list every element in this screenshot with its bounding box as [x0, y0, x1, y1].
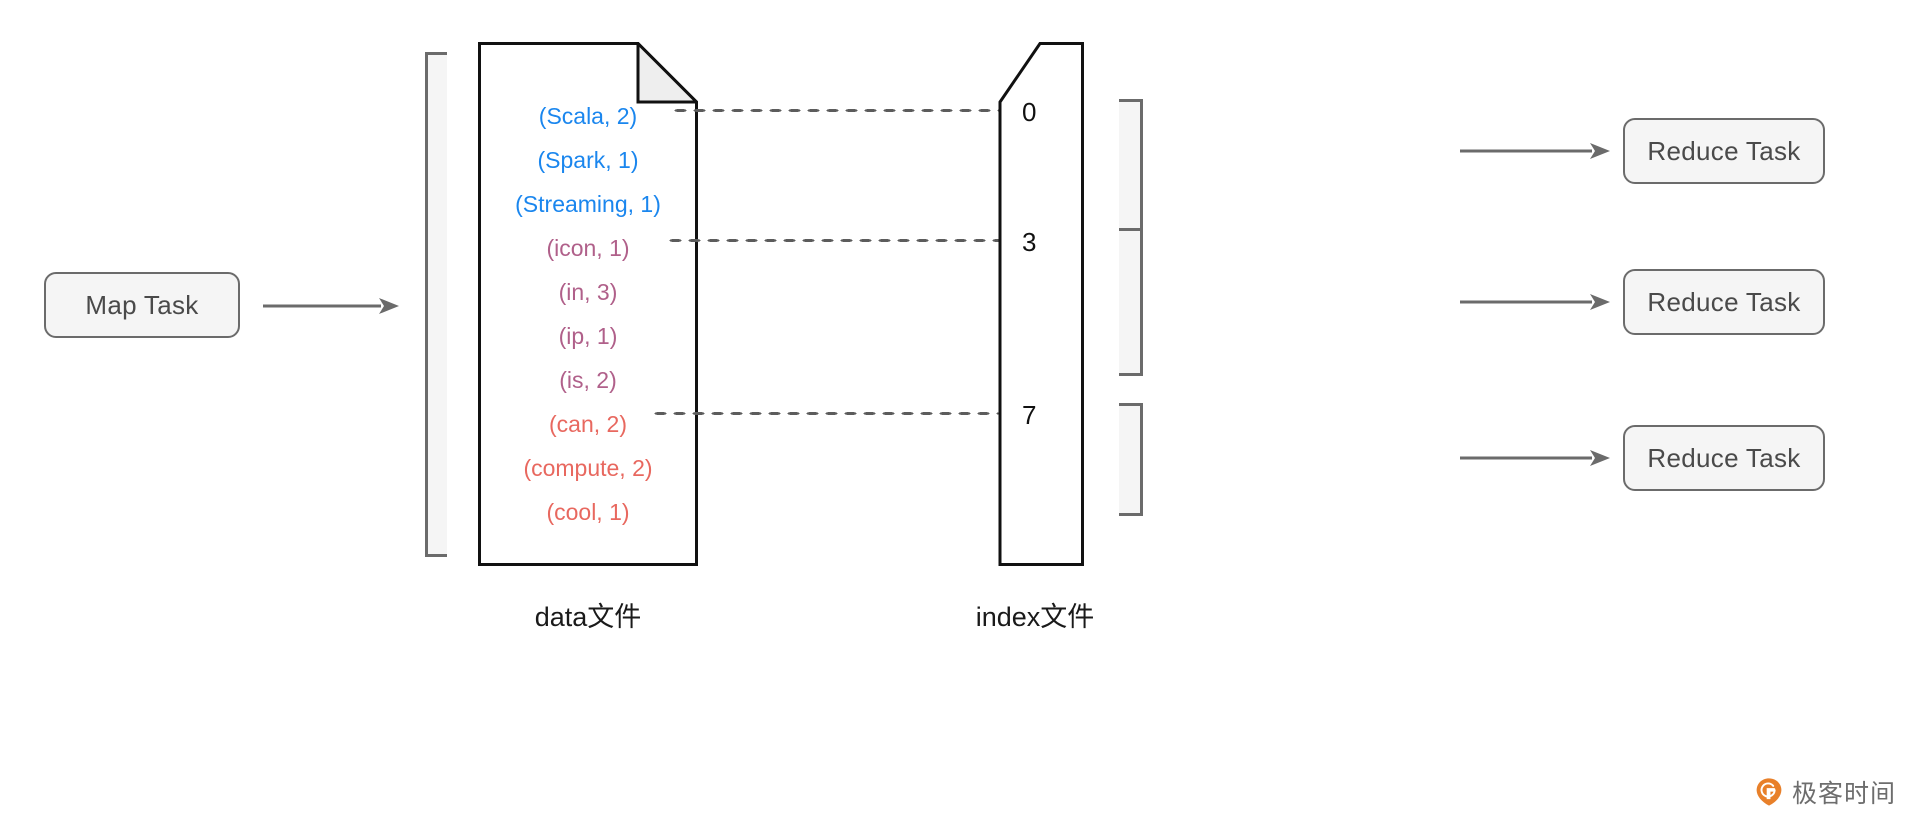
reduce-task-label: Reduce Task	[1647, 135, 1801, 166]
partition-bracket-1	[1119, 99, 1143, 231]
reduce-task-box-2[interactable]: Reduce Task	[1623, 269, 1825, 335]
partition-bracket-3	[1119, 403, 1143, 516]
data-entry: (Streaming, 1)	[515, 191, 661, 217]
data-entry: (Scala, 2)	[538, 103, 638, 129]
reduce-task-label: Reduce Task	[1647, 442, 1801, 473]
arrow-to-reduce-task-2	[1460, 294, 1610, 310]
index-offset-value: 7	[1022, 400, 1037, 430]
reduce-task-box-3[interactable]: Reduce Task	[1623, 425, 1825, 491]
index-offset-value: 0	[1022, 97, 1037, 127]
data-entry: (compute, 2)	[523, 455, 653, 481]
reduce-task-box-1[interactable]: Reduce Task	[1623, 118, 1825, 184]
data-entry: (in, 3)	[558, 279, 618, 305]
data-entry: (ip, 1)	[558, 323, 618, 349]
index-file-caption: index文件	[975, 602, 1095, 632]
watermark-text: 极客时间	[1791, 780, 1896, 808]
data-file-caption: data文件	[534, 602, 642, 632]
arrow-to-reduce-task-1	[1460, 143, 1610, 159]
data-entry: (can, 2)	[549, 411, 627, 437]
index-file-shape	[988, 42, 1084, 566]
arrow-map-to-file	[263, 298, 399, 314]
map-task-box[interactable]: Map Task	[44, 272, 240, 338]
data-file-entries: (Scala, 2) (Spark, 1) (Streaming, 1) (ic…	[478, 42, 698, 566]
data-entry: (icon, 1)	[546, 235, 630, 261]
arrow-to-reduce-task-3	[1460, 450, 1610, 466]
data-entry: (cool, 1)	[546, 499, 630, 525]
connector-dotted-offset-3	[666, 238, 1011, 243]
watermark: 极客时间	[1754, 774, 1896, 810]
connector-dotted-offset-0	[671, 108, 1011, 113]
data-entry: (is, 2)	[559, 367, 617, 393]
data-entry: (Spark, 1)	[537, 147, 639, 173]
partition-bracket-2	[1119, 228, 1143, 376]
index-offset-value: 3	[1022, 227, 1037, 257]
geektime-logo-icon	[1756, 778, 1782, 806]
map-task-label: Map Task	[85, 289, 199, 320]
data-file-shape	[478, 42, 698, 566]
connector-dotted-offset-7	[651, 411, 1011, 416]
reduce-task-label: Reduce Task	[1647, 286, 1801, 317]
map-output-bracket	[425, 52, 447, 557]
